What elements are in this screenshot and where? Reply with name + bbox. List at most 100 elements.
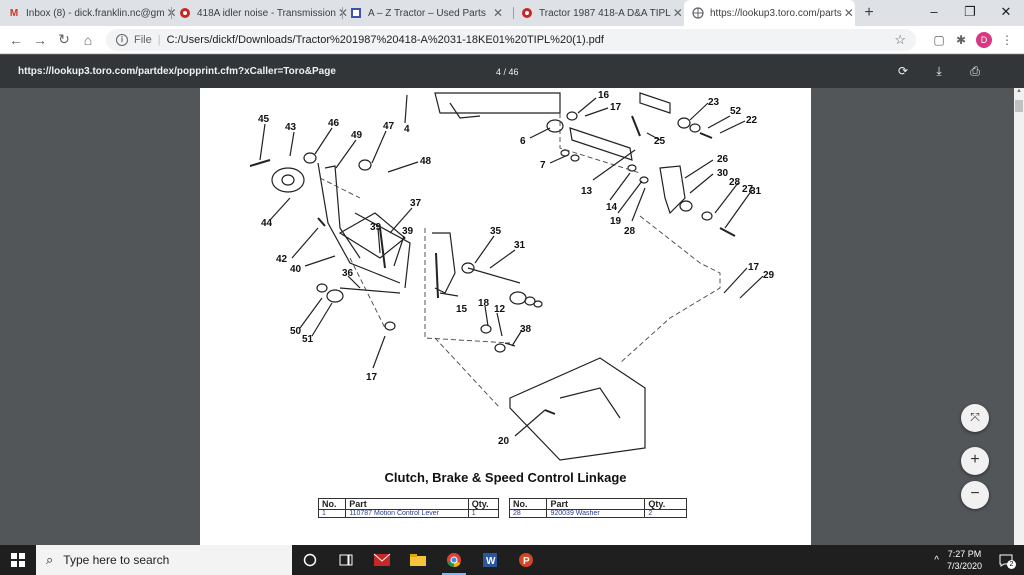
scrollbar-thumb[interactable]: [1015, 100, 1023, 112]
tab-title: Inbox (8) - dick.franklin.nc@gm: [26, 7, 165, 19]
tab-idler-noise[interactable]: 418A idler noise - Transmission ✕: [171, 0, 348, 26]
callout-number: 46: [328, 118, 340, 129]
column-header-part: Part: [345, 498, 469, 510]
home-icon[interactable]: ⌂: [83, 31, 93, 48]
table-row: 28 920039 Washer 2: [508, 509, 687, 518]
notification-center-icon[interactable]: 2: [994, 545, 1018, 575]
zoom-in-button[interactable]: +: [961, 447, 989, 475]
mail-app-icon[interactable]: [364, 545, 400, 575]
windows-logo-icon: [11, 553, 25, 567]
start-button[interactable]: [0, 545, 36, 575]
close-window-icon[interactable]: ✕: [1000, 4, 1012, 19]
callout-number: 49: [351, 130, 363, 141]
callout-number: 17: [366, 372, 378, 383]
print-icon[interactable]: ⎙: [970, 64, 980, 78]
tab-gmail[interactable]: M Inbox (8) - dick.franklin.nc@gm ✕: [0, 0, 177, 26]
svg-text:W: W: [486, 556, 496, 567]
vertical-scrollbar[interactable]: ▲: [1014, 88, 1024, 545]
exploded-parts-diagram: 4543464744948444240393739365051171617235…: [249, 90, 775, 461]
rotate-icon[interactable]: ⟳: [897, 64, 909, 78]
callout-number: 25: [654, 136, 666, 147]
info-icon[interactable]: i: [116, 33, 128, 46]
file-explorer-icon[interactable]: [400, 545, 436, 575]
scroll-up-arrow[interactable]: ▲: [1016, 88, 1022, 94]
restore-icon[interactable]: ❐: [964, 4, 976, 19]
callout-number: 17: [748, 262, 760, 273]
bookmark-star-icon[interactable]: ☆: [894, 31, 906, 47]
tab-title: https://lookup3.toro.com/parts: [710, 7, 842, 19]
chrome-app-icon[interactable]: [436, 545, 472, 575]
callout-number: 18: [478, 298, 490, 309]
clock[interactable]: 7:27 PM 7/3/2020: [947, 548, 982, 572]
powerpoint-app-icon[interactable]: P: [508, 545, 544, 575]
puzzle-icon[interactable]: ✱: [955, 32, 967, 47]
search-icon: ⌕: [46, 552, 54, 567]
callout-number: 52: [730, 106, 742, 117]
callout-number: 39: [370, 222, 382, 233]
callout-number: 27: [742, 184, 754, 195]
reload-icon[interactable]: ↻: [58, 31, 70, 47]
callout-number: 47: [383, 121, 395, 132]
back-icon[interactable]: ←: [9, 31, 23, 48]
callout-number: 35: [490, 226, 502, 237]
callout-number: 50: [290, 326, 302, 337]
callout-number: 14: [606, 202, 618, 213]
page-indicator[interactable]: 4 / 46: [496, 66, 519, 77]
new-tab-button[interactable]: +: [864, 4, 874, 21]
callout-number: 13: [581, 186, 593, 197]
parts-table-left: No. Part Qty. 1 110787 Motion Control Le…: [317, 498, 500, 518]
tab-strip: M Inbox (8) - dick.franklin.nc@gm ✕ 418A…: [0, 0, 1024, 26]
close-icon[interactable]: ✕: [672, 6, 683, 20]
address-bar[interactable]: i File | C:/Users/dickf/Downloads/Tracto…: [106, 28, 916, 51]
column-header-qty: Qty.: [644, 498, 687, 510]
callout-number: 6: [520, 136, 526, 147]
tab-title: 418A idler noise - Transmission: [197, 7, 336, 19]
close-icon[interactable]: ✕: [843, 6, 854, 20]
callout-number: 17: [610, 102, 622, 113]
windows-taskbar: ⌕ Type here to search W P ^ 7:27 PM 7/3/…: [0, 545, 1024, 575]
tab-tractor-1987[interactable]: Tractor 1987 418-A D&A TIPL ✕: [513, 0, 684, 26]
callout-number: 43: [285, 122, 297, 133]
callout-number: 38: [520, 324, 532, 335]
fit-to-page-button[interactable]: ⤧: [961, 404, 989, 432]
callout-number: 12: [494, 304, 506, 315]
chevron-up-icon[interactable]: ^: [934, 554, 939, 566]
zoom-out-button[interactable]: −: [961, 481, 989, 509]
callout-number: 31: [514, 240, 526, 251]
quantity-cell: 2: [644, 509, 687, 518]
word-app-icon[interactable]: W: [472, 545, 508, 575]
callout-number: 42: [276, 254, 288, 265]
tab-a-z-tractor[interactable]: A – Z Tractor – Used Parts ✕: [342, 0, 513, 26]
forum-icon: [521, 7, 533, 19]
cortana-icon[interactable]: [292, 545, 328, 575]
tab-lookup-toro[interactable]: https://lookup3.toro.com/parts ✕: [684, 0, 855, 26]
profile-avatar[interactable]: D: [976, 31, 992, 48]
callout-number: 19: [610, 216, 622, 227]
menu-icon[interactable]: ⋮: [1001, 32, 1013, 47]
pdf-toolbar: https://lookup3.toro.com/partdex/popprin…: [0, 55, 1024, 88]
forum-icon: [179, 7, 191, 19]
callout-number: 44: [261, 218, 273, 229]
callout-number: 16: [598, 90, 610, 101]
window-controls: – ❐ ✕: [916, 0, 1024, 26]
url-text[interactable]: C:/Users/dickf/Downloads/Tractor%201987%…: [166, 33, 604, 46]
part-name-cell: 920039 Washer: [546, 509, 646, 518]
task-view-icon[interactable]: [328, 545, 364, 575]
extension-icon[interactable]: ▢: [933, 32, 945, 47]
callout-number: 26: [717, 154, 729, 165]
close-icon[interactable]: ✕: [492, 6, 504, 20]
download-icon[interactable]: ⤓: [936, 64, 942, 78]
table-row: 1 110787 Motion Control Lever 1: [317, 509, 500, 518]
forward-icon[interactable]: →: [33, 31, 47, 48]
minimize-icon[interactable]: –: [930, 4, 938, 19]
callout-number: 36: [342, 268, 354, 279]
callout-number: 40: [290, 264, 302, 275]
callout-number: 15: [456, 304, 468, 315]
callout-number: 29: [763, 270, 775, 281]
svg-text:P: P: [523, 556, 530, 567]
callout-number: 22: [746, 115, 758, 126]
callout-number: 48: [420, 156, 432, 167]
taskbar-search-box[interactable]: ⌕ Type here to search: [36, 545, 292, 575]
